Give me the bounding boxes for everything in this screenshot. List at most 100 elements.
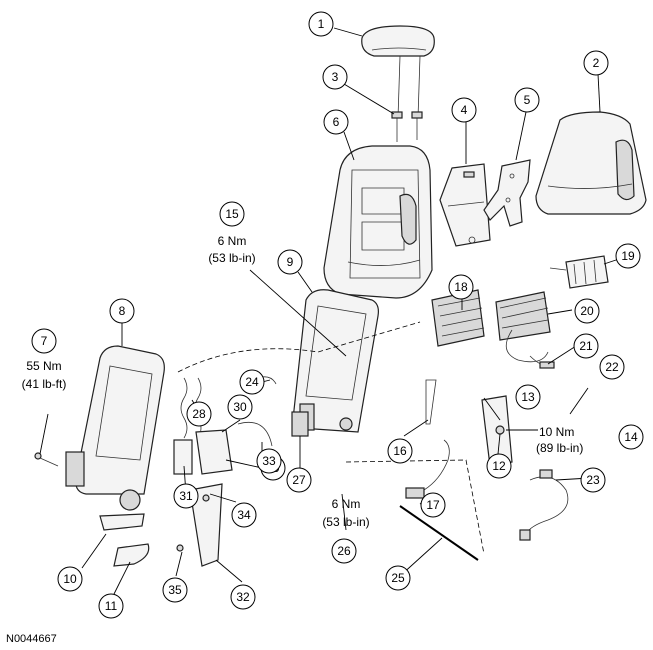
callout-26: 26 bbox=[331, 538, 357, 564]
svg-text:(41 lb-ft): (41 lb-ft) bbox=[22, 377, 67, 391]
svg-text:4: 4 bbox=[461, 103, 468, 117]
svg-text:17: 17 bbox=[426, 498, 440, 512]
callout-2: 2 bbox=[583, 50, 609, 76]
callout-14: 14 bbox=[618, 424, 644, 450]
svg-text:(89 lb-in): (89 lb-in) bbox=[536, 441, 583, 455]
svg-text:35: 35 bbox=[168, 583, 182, 597]
callout-3: 3 bbox=[322, 64, 348, 90]
svg-text:3: 3 bbox=[332, 70, 339, 84]
callout-8: 8 bbox=[109, 298, 135, 324]
svg-text:18: 18 bbox=[454, 280, 468, 294]
seatback-frame-part bbox=[293, 289, 379, 433]
torque-spec-26: 6 Nm (53 lb-in) bbox=[322, 497, 369, 529]
svg-text:10: 10 bbox=[63, 572, 77, 586]
svg-text:24: 24 bbox=[245, 375, 259, 389]
seatback-cushion-part bbox=[323, 145, 433, 299]
figure-id: N0044667 bbox=[6, 633, 57, 645]
lumbar-cable-part bbox=[529, 355, 589, 415]
svg-text:22: 22 bbox=[605, 360, 619, 374]
svg-text:1: 1 bbox=[318, 17, 325, 31]
svg-text:13: 13 bbox=[521, 390, 535, 404]
callout-20: 20 bbox=[574, 298, 600, 324]
callout-34: 34 bbox=[231, 502, 257, 528]
callout-10: 10 bbox=[57, 566, 83, 592]
svg-text:26: 26 bbox=[337, 544, 351, 558]
lumbar-element-part bbox=[549, 255, 609, 289]
torque-spec-7: 55 Nm (41 lb-ft) bbox=[22, 359, 67, 391]
svg-text:27: 27 bbox=[292, 473, 306, 487]
svg-text:21: 21 bbox=[579, 339, 593, 353]
svg-text:2: 2 bbox=[593, 56, 600, 70]
callout-35: 35 bbox=[162, 577, 188, 603]
seatback-panel-part bbox=[439, 163, 491, 247]
svg-text:16: 16 bbox=[393, 444, 407, 458]
wiring-harness-part bbox=[519, 469, 569, 541]
svg-text:31: 31 bbox=[179, 489, 193, 503]
svg-text:15: 15 bbox=[225, 207, 239, 221]
callout-33: 33 bbox=[256, 448, 282, 474]
callout-23: 23 bbox=[580, 467, 606, 493]
headrest-guide-part bbox=[391, 111, 423, 142]
callout-16: 16 bbox=[387, 438, 413, 464]
svg-text:6 Nm: 6 Nm bbox=[218, 234, 247, 248]
callout-27: 27 bbox=[286, 467, 312, 493]
torque-spec-15: 6 Nm (53 lb-in) bbox=[208, 234, 255, 265]
callout-28: 28 bbox=[186, 401, 212, 427]
callout-15: 15 bbox=[219, 201, 245, 227]
svg-text:8: 8 bbox=[119, 304, 126, 318]
callout-9: 9 bbox=[277, 249, 303, 275]
svg-text:34: 34 bbox=[237, 508, 251, 522]
svg-text:(53 lb-in): (53 lb-in) bbox=[208, 251, 255, 265]
harness-part bbox=[405, 439, 450, 499]
callout-13: 13 bbox=[515, 384, 541, 410]
callout-17: 17 bbox=[420, 492, 446, 518]
rod-part bbox=[425, 379, 437, 425]
svg-text:9: 9 bbox=[287, 255, 294, 269]
svg-text:10 Nm: 10 Nm bbox=[539, 425, 574, 439]
cable-part bbox=[345, 459, 485, 561]
svg-text:23: 23 bbox=[586, 473, 600, 487]
lumbar-support-part-20 bbox=[495, 291, 551, 363]
callout-5: 5 bbox=[514, 87, 540, 113]
svg-text:12: 12 bbox=[492, 459, 506, 473]
callout-6: 6 bbox=[323, 109, 349, 135]
module-part bbox=[291, 411, 309, 437]
callout-30: 30 bbox=[227, 394, 253, 420]
svg-text:19: 19 bbox=[621, 249, 635, 263]
svg-text:28: 28 bbox=[192, 407, 206, 421]
callout-25: 25 bbox=[385, 565, 411, 591]
callout-19: 19 bbox=[615, 243, 641, 269]
callout-11: 11 bbox=[98, 593, 124, 619]
svg-text:20: 20 bbox=[580, 304, 594, 318]
svg-text:25: 25 bbox=[391, 571, 405, 585]
svg-text:33: 33 bbox=[262, 454, 276, 468]
svg-text:32: 32 bbox=[236, 590, 250, 604]
leader-lines bbox=[39, 27, 629, 595]
svg-text:11: 11 bbox=[105, 599, 118, 613]
seatback-cover-part bbox=[535, 111, 647, 215]
seatback-trim-panel-part bbox=[481, 395, 513, 467]
recliner-handle-part bbox=[99, 513, 150, 567]
svg-text:6 Nm: 6 Nm bbox=[332, 497, 361, 511]
svg-text:6: 6 bbox=[333, 115, 340, 129]
callout-21: 21 bbox=[573, 333, 599, 359]
svg-text:30: 30 bbox=[233, 400, 247, 414]
svg-text:14: 14 bbox=[624, 430, 638, 444]
svg-text:55 Nm: 55 Nm bbox=[26, 359, 61, 373]
torque-spec-14: 10 Nm (89 lb-in) bbox=[536, 425, 583, 455]
callout-18: 18 bbox=[448, 274, 474, 300]
callout-31: 31 bbox=[173, 483, 199, 509]
headrest-part bbox=[361, 25, 435, 119]
svg-text:5: 5 bbox=[524, 93, 531, 107]
seatback-frame-part-8 bbox=[65, 345, 165, 511]
callout-22: 22 bbox=[599, 354, 625, 380]
bracket-part bbox=[483, 159, 531, 227]
callout-1: 1 bbox=[308, 11, 334, 37]
svg-text:7: 7 bbox=[41, 334, 48, 348]
callout-12: 12 bbox=[486, 453, 512, 479]
callout-24: 24 bbox=[239, 369, 265, 395]
mechanism-bracket-part bbox=[173, 421, 273, 567]
bolt-part bbox=[34, 452, 59, 467]
svg-text:(53 lb-in): (53 lb-in) bbox=[322, 515, 369, 529]
